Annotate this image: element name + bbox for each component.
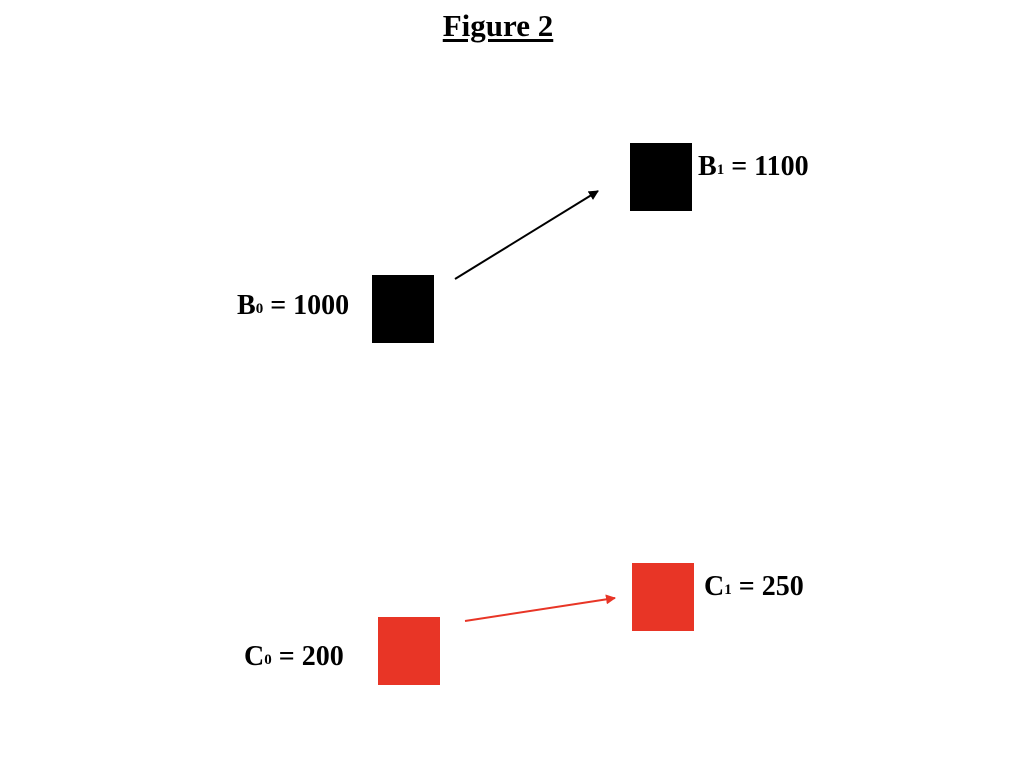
c-arrow xyxy=(464,594,616,622)
c0-box xyxy=(378,617,440,685)
c1-letter: C xyxy=(704,571,725,602)
figure-title: Figure 2 xyxy=(442,8,554,43)
c0-letter: C xyxy=(244,641,265,672)
b1-label: B1 = 1100 xyxy=(698,153,809,181)
b0-label: B0 = 1000 xyxy=(237,292,349,320)
b0-letter: B xyxy=(237,290,256,321)
b0-value: = 1000 xyxy=(263,290,350,321)
b1-subscript: 1 xyxy=(716,162,725,178)
c1-box xyxy=(632,563,694,631)
b1-letter: B xyxy=(698,151,717,182)
c1-label: C1 = 250 xyxy=(704,573,804,601)
b0-subscript: 0 xyxy=(255,301,264,317)
c0-label: C0 = 200 xyxy=(244,643,344,671)
b1-box xyxy=(630,143,692,211)
c0-value: = 200 xyxy=(271,641,344,672)
b-arrow xyxy=(454,190,599,280)
c1-value: = 250 xyxy=(731,571,804,602)
c1-subscript: 1 xyxy=(724,582,732,598)
b1-value: = 1100 xyxy=(724,151,809,182)
c0-subscript: 0 xyxy=(264,652,272,668)
b0-box xyxy=(372,275,434,343)
